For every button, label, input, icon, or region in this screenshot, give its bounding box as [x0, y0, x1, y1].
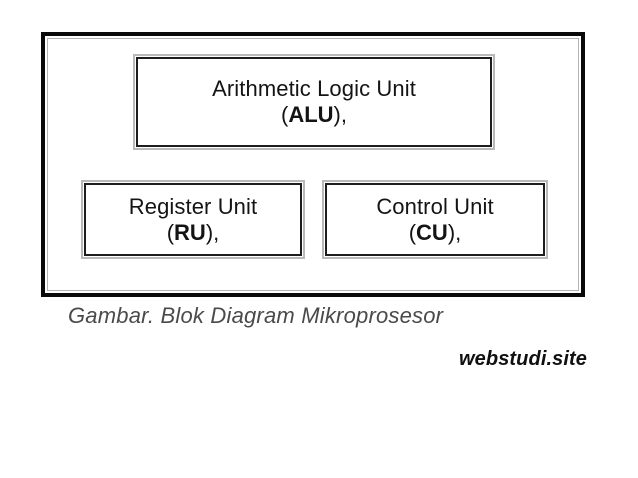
block-ru-abbr-text: RU	[174, 219, 206, 245]
site-watermark: webstudi.site	[459, 348, 587, 370]
diagram-inner-panel: Arithmetic Logic Unit (ALU), Register Un…	[47, 38, 579, 291]
block-cu-abbreviation: (CU),	[409, 220, 462, 246]
figure-caption: Gambar. Blok Diagram Mikroprosesor	[68, 303, 444, 328]
block-ru-abbreviation: (RU),	[167, 220, 220, 246]
block-arithmetic-logic-unit: Arithmetic Logic Unit (ALU),	[133, 54, 495, 150]
block-ru-open-paren: (	[166, 219, 175, 245]
block-ru-body: Register Unit (RU),	[84, 183, 302, 256]
block-alu-abbreviation: (ALU),	[281, 102, 347, 128]
block-alu-body: Arithmetic Logic Unit (ALU),	[136, 57, 492, 147]
block-ru-close-paren: ),	[205, 219, 220, 245]
block-alu-open-paren: (	[281, 102, 289, 127]
microprocessor-block-diagram: Arithmetic Logic Unit (ALU), Register Un…	[41, 32, 585, 297]
block-cu-title: Control Unit	[376, 193, 494, 219]
block-register-unit: Register Unit (RU),	[81, 180, 305, 259]
block-cu-open-paren: (	[408, 219, 417, 245]
block-cu-abbr-text: CU	[416, 219, 448, 245]
block-control-unit: Control Unit (CU),	[322, 180, 548, 259]
block-alu-abbr-text: ALU	[288, 102, 334, 127]
block-cu-body: Control Unit (CU),	[325, 183, 545, 256]
block-alu-title: Arithmetic Logic Unit	[212, 76, 416, 102]
block-ru-title: Register Unit	[128, 193, 258, 219]
block-alu-close-paren: ),	[333, 102, 347, 127]
block-cu-close-paren: ),	[447, 219, 462, 245]
